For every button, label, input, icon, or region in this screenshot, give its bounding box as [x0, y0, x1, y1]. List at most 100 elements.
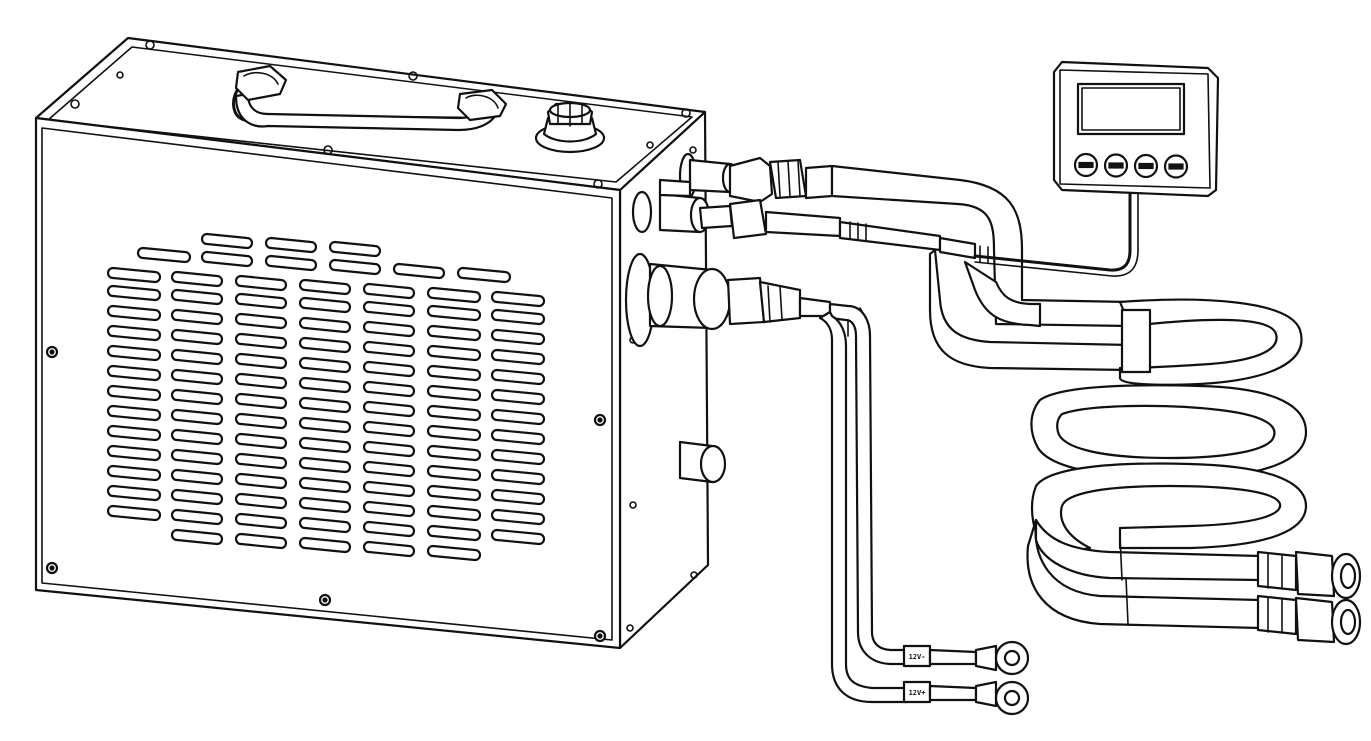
power-cables — [818, 302, 908, 704]
vent-slot — [490, 428, 546, 446]
vent-slot — [362, 500, 416, 518]
vent-slot — [170, 408, 224, 426]
hose-fitting-upper — [1256, 550, 1362, 600]
vent-slot — [298, 296, 352, 314]
vent-slot — [298, 278, 352, 296]
vent-slot — [426, 484, 482, 502]
vent-slot — [234, 472, 288, 490]
vent-slot — [170, 288, 224, 306]
vent-slot — [200, 232, 254, 250]
vent-slot — [490, 528, 546, 546]
vent-slot — [106, 266, 162, 284]
vent-slot — [106, 404, 162, 422]
hose-coil — [1026, 298, 1308, 630]
vent-slot — [234, 412, 288, 430]
vent-slot — [490, 408, 546, 426]
vent-slot — [490, 388, 546, 406]
vent-slot — [136, 246, 192, 264]
button-2-icon — [1108, 162, 1124, 169]
vent-slot — [234, 452, 288, 470]
vent-slot — [234, 372, 288, 390]
vent-slot — [264, 254, 318, 272]
vent-slot — [362, 420, 416, 438]
side-ports — [624, 152, 739, 348]
control-panel — [1052, 60, 1220, 198]
vent-slot — [234, 332, 288, 350]
vent-slot — [490, 488, 546, 506]
vent-slot — [490, 468, 546, 486]
vent-slot — [298, 476, 352, 494]
hose-fitting-lower — [1256, 594, 1362, 646]
button-3-icon — [1138, 162, 1154, 170]
vent-slot — [106, 344, 162, 362]
vent-slot — [490, 448, 546, 466]
vent-slot — [106, 324, 162, 342]
vent-slot — [490, 308, 546, 326]
vent-slot — [298, 496, 352, 514]
vent-slot — [170, 348, 224, 366]
controller-cable — [973, 188, 1139, 277]
vent-slot — [170, 428, 224, 446]
vent-slot — [328, 258, 382, 276]
front-vent-grille — [106, 232, 546, 562]
vent-slot — [106, 364, 162, 382]
vent-slot — [362, 480, 416, 498]
vent-slot — [234, 392, 288, 410]
vent-slot — [170, 328, 224, 346]
vent-slot — [362, 282, 416, 300]
hose-fittings — [1256, 550, 1362, 646]
vent-slot — [298, 396, 352, 414]
vent-slot — [426, 424, 482, 442]
vent-slot — [298, 516, 352, 534]
vent-slot — [362, 380, 416, 398]
vent-slot — [234, 432, 288, 450]
side-knob — [678, 440, 727, 484]
vent-slot — [170, 270, 224, 288]
vent-slot — [362, 440, 416, 458]
vent-slot — [362, 340, 416, 358]
vent-slot — [234, 492, 288, 510]
button-4-icon — [1168, 163, 1184, 170]
vent-slot — [362, 540, 416, 558]
vent-slot — [362, 400, 416, 418]
vent-slot — [362, 360, 416, 378]
vent-slot — [234, 532, 288, 550]
terminal-positive: 12V+ — [902, 680, 1030, 716]
vent-slot — [362, 320, 416, 338]
vent-slot — [490, 508, 546, 526]
vent-slot — [362, 520, 416, 538]
vent-slot — [298, 356, 352, 374]
vent-slot — [298, 456, 352, 474]
vent-slot — [170, 468, 224, 486]
vent-slot — [106, 484, 162, 502]
vent-slot — [426, 504, 482, 522]
controller-buttons — [1073, 152, 1189, 179]
vent-slot — [490, 348, 546, 366]
vent-slot — [426, 364, 482, 382]
vent-slot — [426, 544, 482, 562]
vent-slot — [106, 504, 162, 522]
vent-slot — [200, 250, 254, 268]
vent-slot — [170, 488, 224, 506]
vent-slot — [426, 464, 482, 482]
vent-slot — [490, 290, 546, 308]
vent-slot — [106, 424, 162, 442]
vent-slot — [362, 300, 416, 318]
vent-slot — [392, 262, 446, 280]
vent-slot — [170, 368, 224, 386]
vent-slot — [234, 274, 288, 292]
vent-slot — [490, 328, 546, 346]
vent-slot — [234, 512, 288, 530]
vent-slot — [106, 384, 162, 402]
vent-slot — [298, 416, 352, 434]
vent-slot — [426, 324, 482, 342]
vent-slot — [170, 388, 224, 406]
vent-slot — [170, 528, 224, 546]
vent-slot — [426, 444, 482, 462]
hose-connectors — [698, 156, 997, 326]
vent-slot — [426, 404, 482, 422]
vent-slot — [426, 286, 482, 304]
vent-slot — [234, 312, 288, 330]
